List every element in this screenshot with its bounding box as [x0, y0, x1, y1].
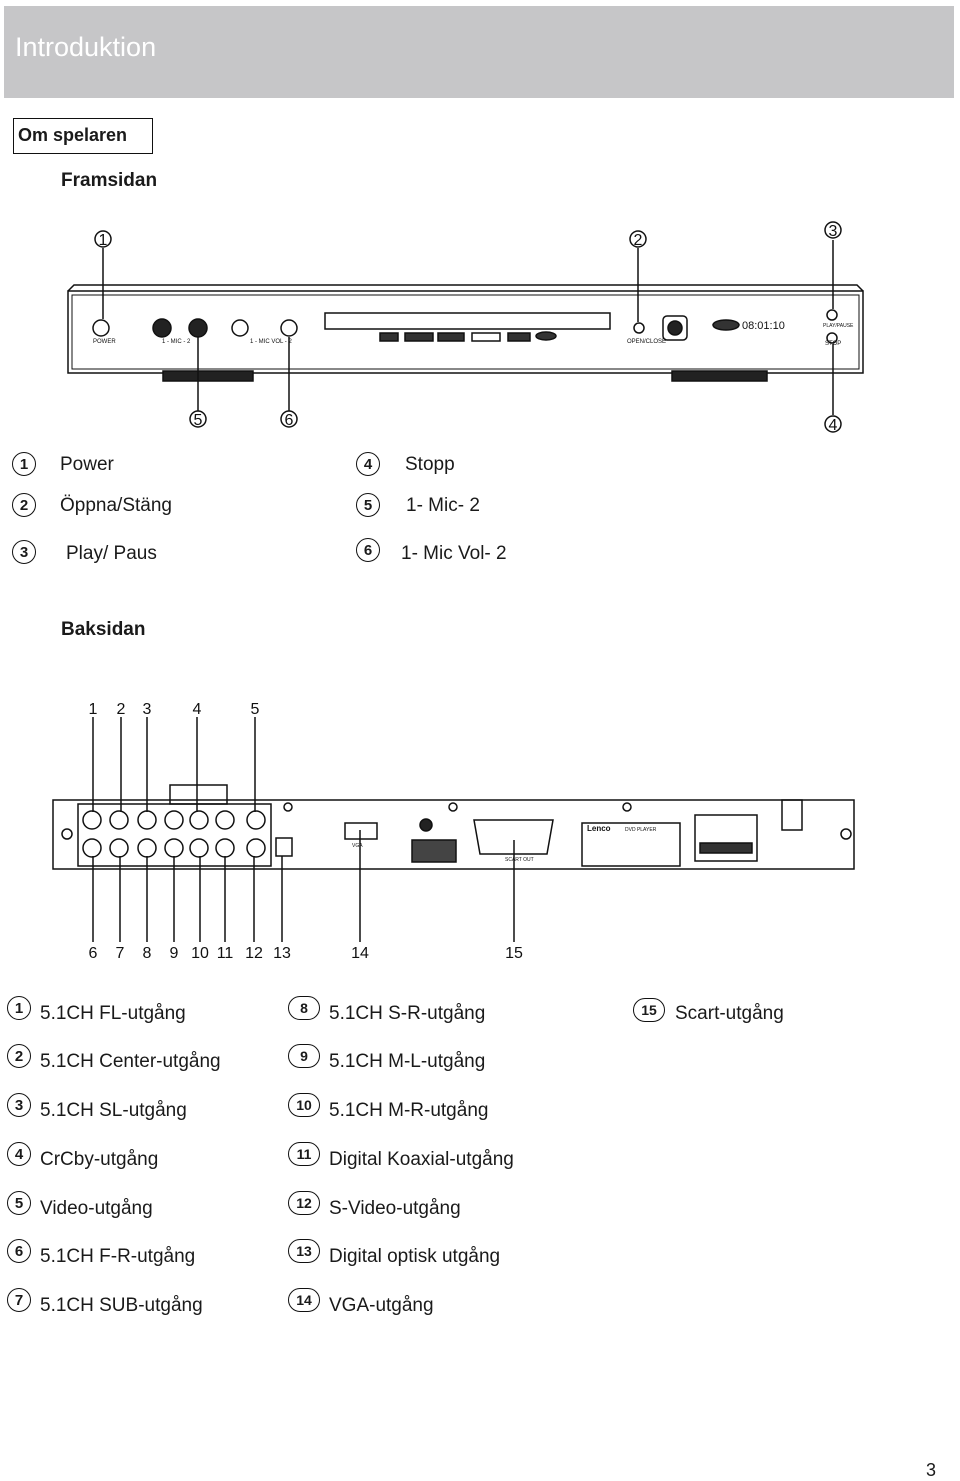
back-legend-label-2: 5.1CH Center-utgång — [40, 1051, 221, 1072]
back-legend-num-12: 12 — [288, 1191, 320, 1215]
back-legend-label-1: 5.1CH FL-utgång — [40, 1003, 186, 1024]
front-title: Framsidan — [61, 170, 158, 191]
back-legend-num-6: 6 — [7, 1239, 31, 1263]
page-number: 3 — [925, 1460, 936, 1480]
back-legend-label-15: Scart-utgång — [675, 1003, 784, 1024]
back-legend-num-9: 9 — [288, 1044, 320, 1068]
front-legend-num-4: 4 — [356, 452, 380, 476]
front-legend-num-5: 5 — [356, 493, 380, 517]
back-legend-label-3: 5.1CH SL-utgång — [40, 1100, 187, 1121]
front-legend-label-6: 1- Mic Vol- 2 — [401, 543, 507, 564]
back-legend-num-2: 2 — [7, 1044, 31, 1068]
front-legend-num-6: 6 — [356, 538, 380, 562]
back-legend-label-12: S-Video-utgång — [329, 1198, 461, 1219]
back-legend-num-10: 10 — [288, 1093, 320, 1117]
back-legend-label-14: VGA-utgång — [329, 1295, 434, 1316]
front-legend-label-3: Play/ Paus — [66, 543, 157, 564]
back-legend-num-14: 14 — [288, 1288, 320, 1312]
back-callout-3: 3 — [143, 701, 152, 718]
back-product: DVD PLAYER — [625, 827, 657, 833]
front-panel-diagram: POWER 1 - MIC - 2 1 - MIC VOL - 2 OPEN/C… — [67, 221, 864, 434]
back-callout-15: 15 — [505, 945, 523, 962]
front-legend-label-4: Stopp — [405, 454, 455, 475]
back-callout-5: 5 — [251, 701, 260, 718]
back-callout-9: 9 — [170, 945, 179, 962]
micvol-label: 1 - MIC VOL - 2 — [250, 339, 292, 345]
front-callout-5: 5 — [194, 412, 203, 429]
back-legend-label-10: 5.1CH M-R-utgång — [329, 1100, 489, 1121]
back-legend-num-1: 1 — [7, 996, 31, 1020]
back-legend-num-7: 7 — [7, 1288, 31, 1312]
front-legend-label-5: 1- Mic- 2 — [406, 495, 480, 516]
front-callout-2: 2 — [634, 232, 643, 249]
back-legend-label-13: Digital optisk utgång — [329, 1246, 501, 1267]
front-legend-label-1: Power — [60, 454, 114, 475]
front-legend-num-1: 1 — [12, 452, 36, 476]
front-legend-label-2: Öppna/Stäng — [60, 495, 172, 516]
back-callout-14: 14 — [351, 945, 369, 962]
back-title: Baksidan — [61, 619, 146, 640]
back-brand: Lenco — [587, 824, 611, 833]
back-callout-1: 1 — [89, 701, 98, 718]
front-legend-num-2: 2 — [12, 493, 36, 517]
power-label: POWER — [93, 339, 116, 345]
back-legend-label-8: 5.1CH S-R-utgång — [329, 1003, 486, 1024]
back-callout-12: 12 — [245, 945, 263, 962]
back-callout-4: 4 — [193, 701, 202, 718]
scart-label: SCART OUT — [505, 857, 534, 863]
front-legend-num-3: 3 — [12, 540, 36, 564]
back-callout-8: 8 — [143, 945, 152, 962]
back-legend-label-11: Digital Koaxial-utgång — [329, 1149, 514, 1170]
back-legend-label-4: CrCby-utgång — [40, 1149, 159, 1170]
vga-label: VGA — [352, 843, 363, 849]
back-legend-label-6: 5.1CH F-R-utgång — [40, 1246, 196, 1267]
front-callout-3: 3 — [829, 223, 838, 240]
front-callout-6: 6 — [285, 412, 294, 429]
back-callout-13: 13 — [273, 945, 291, 962]
open-close-label: OPEN/CLOSE — [627, 339, 666, 345]
page-header: Introduktion — [4, 6, 954, 98]
play-pause-label: PLAY/PAUSE — [823, 323, 854, 329]
back-callout-11: 11 — [217, 945, 234, 962]
back-legend-label-9: 5.1CH M-L-utgång — [329, 1051, 486, 1072]
front-callout-4: 4 — [829, 417, 838, 434]
display-readout: 08:01:10 — [742, 320, 785, 332]
back-legend-num-8: 8 — [288, 996, 320, 1020]
front-callout-1: 1 — [99, 232, 108, 249]
page-title: Introduktion — [15, 32, 157, 62]
back-legend-num-3: 3 — [7, 1093, 31, 1117]
back-legend-num-4: 4 — [7, 1142, 31, 1166]
back-legend-label-7: 5.1CH SUB-utgång — [40, 1295, 203, 1316]
section-title: Om spelaren — [13, 118, 153, 154]
back-legend-num-5: 5 — [7, 1191, 31, 1215]
back-legend-num-15: 15 — [633, 998, 665, 1022]
back-callout-2: 2 — [117, 701, 126, 718]
mic-label: 1 - MIC - 2 — [162, 339, 191, 345]
back-callout-10: 10 — [191, 945, 209, 962]
back-legend-num-11: 11 — [288, 1142, 320, 1166]
back-legend-num-13: 13 — [288, 1239, 320, 1263]
back-callout-7: 7 — [116, 945, 125, 962]
back-callout-6: 6 — [89, 945, 98, 962]
back-legend-label-5: Video-utgång — [40, 1198, 153, 1219]
back-panel-diagram: Lenco DVD PLAYER VGA SCART OUT 1 2 3 4 5… — [52, 701, 855, 962]
